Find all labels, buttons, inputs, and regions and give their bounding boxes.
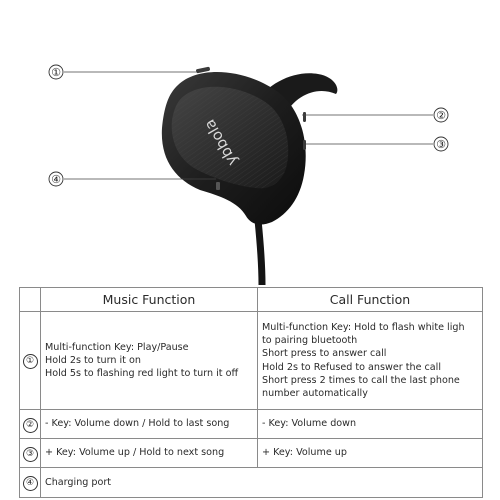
multi-function-key[interactable] — [196, 66, 211, 74]
charging-port — [216, 182, 220, 190]
svg-text:④: ④ — [51, 173, 61, 186]
earphone-diagram: ybbola ① ② ③ ④ — [48, 64, 449, 285]
volume-up-key[interactable] — [303, 140, 306, 150]
table-row: ① Multi-function Key: Play/Pause Hold 2s… — [19, 311, 483, 410]
callout-2: ② — [433, 107, 449, 123]
call-function-cell: - Key: Volume down — [257, 409, 483, 439]
charging-port-cell: Charging port — [40, 467, 483, 498]
callout-1: ① — [48, 64, 64, 80]
table-row: ③ + Key: Volume up / Hold to next song +… — [19, 438, 483, 468]
callout-3: ③ — [433, 136, 449, 152]
music-function-cell: + Key: Volume up / Hold to next song — [40, 438, 258, 468]
header-blank — [19, 287, 41, 312]
callout-4: ④ — [48, 171, 64, 187]
cable — [254, 216, 266, 285]
row-number: ① — [19, 311, 41, 410]
music-function-cell: - Key: Volume down / Hold to last song — [40, 409, 258, 439]
svg-text:①: ① — [51, 66, 61, 79]
header-music-function: Music Function — [40, 287, 258, 312]
music-function-cell: Multi-function Key: Play/Pause Hold 2s t… — [40, 311, 258, 410]
table-row: ④ Charging port — [19, 467, 483, 498]
row-number: ④ — [19, 467, 41, 498]
function-table: Music Function Call Function ① Multi-fun… — [19, 287, 483, 498]
call-function-cell: + Key: Volume up — [257, 438, 483, 468]
table-row: ② - Key: Volume down / Hold to last song… — [19, 409, 483, 439]
volume-down-key[interactable] — [303, 112, 306, 122]
row-number: ③ — [19, 438, 41, 468]
header-call-function: Call Function — [257, 287, 483, 312]
svg-text:②: ② — [436, 109, 446, 122]
svg-text:③: ③ — [436, 138, 446, 151]
call-function-cell: Multi-function Key: Hold to flash white … — [257, 311, 483, 410]
row-number: ② — [19, 409, 41, 439]
